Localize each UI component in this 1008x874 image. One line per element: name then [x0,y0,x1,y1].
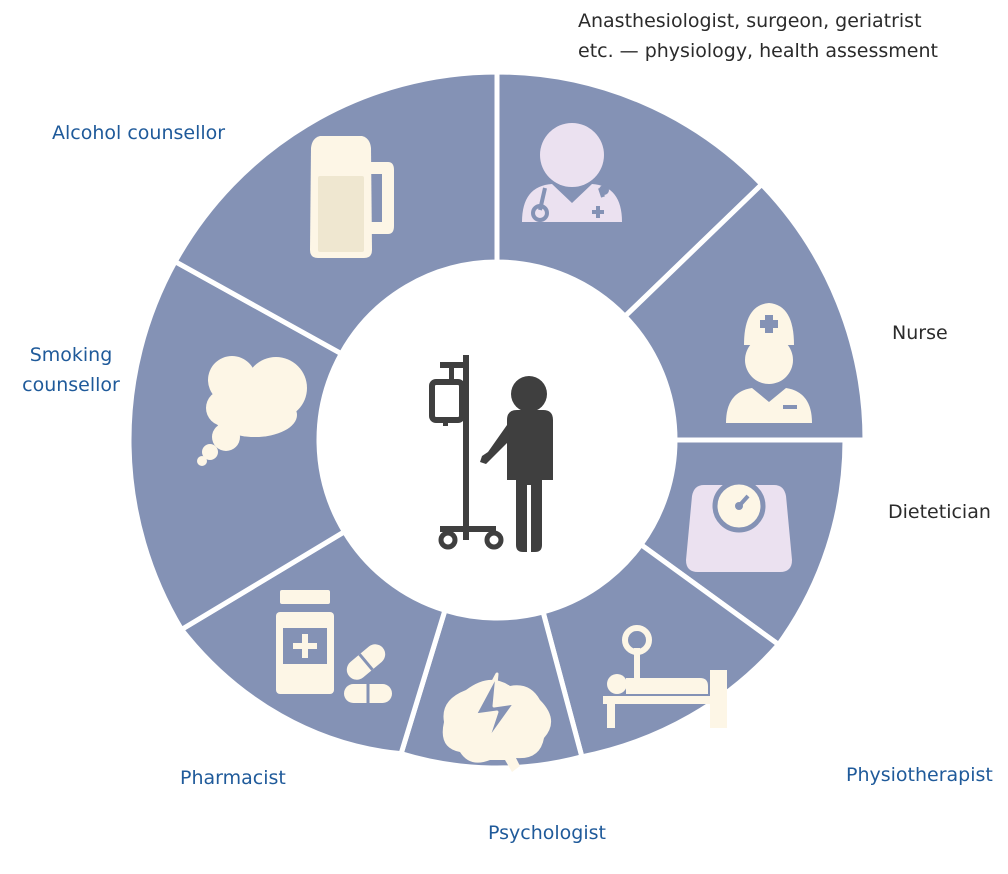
label-smoking-line2: counsellor [22,374,120,396]
patient-iv-drip-icon [429,355,553,552]
medicine-icon [276,590,392,703]
nurse-icon [726,303,812,423]
doctor-icon [522,123,622,222]
label-smoking: Smoking counsellor [14,340,128,400]
label-nurse: Nurse [892,322,948,344]
label-doctor: Anasthesiologist, surgeon, geriatrist et… [578,6,938,66]
label-pharmacist: Pharmacist [180,767,286,789]
label-smoking-line1: Smoking [29,344,113,366]
scale-icon [686,479,792,572]
label-physiotherapist: Physiotherapist [846,764,993,786]
brain-icon [442,672,552,772]
label-psychologist: Psychologist [488,822,606,844]
label-dietetician: Dietetician [888,501,991,523]
label-alcohol: Alcohol counsellor [52,122,226,144]
label-doctor-line1: Anasthesiologist, surgeon, geriatrist [578,10,922,32]
label-doctor-line2: etc. — physiology, health assessment [578,40,938,62]
bench-press-icon [603,625,727,728]
smoke-cloud-icon [197,356,307,466]
beer-mug-icon [310,136,394,258]
